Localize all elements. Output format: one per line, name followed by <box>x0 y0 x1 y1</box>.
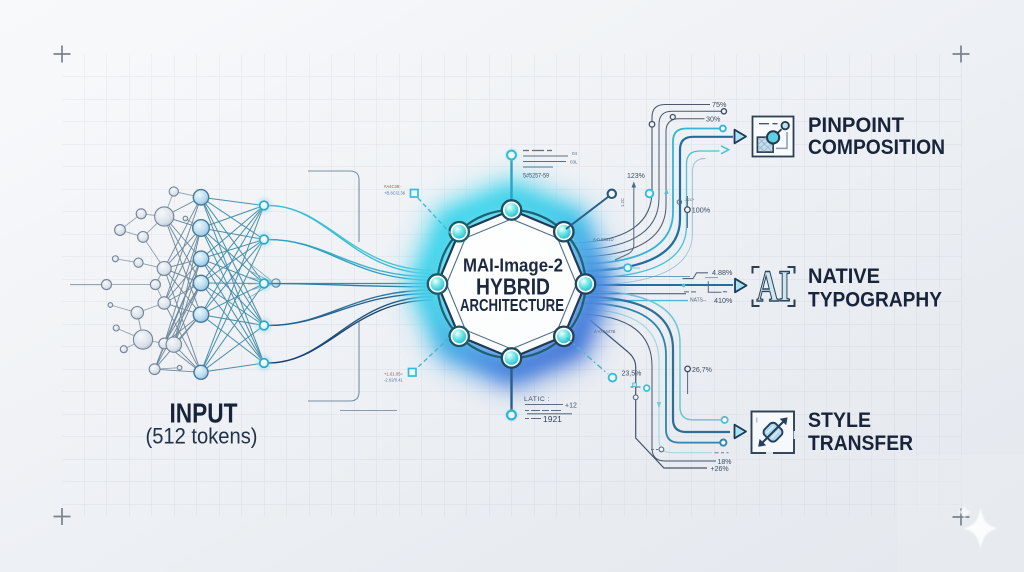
svg-text:AI: AI <box>757 262 791 311</box>
svg-text:HYBRID: HYBRID <box>476 274 550 300</box>
svg-text:INPUT: INPUT <box>170 398 238 429</box>
svg-text:+B.8C/2.36: +B.8C/2.36 <box>384 191 406 196</box>
svg-text:LATIC :: LATIC : <box>524 396 550 403</box>
svg-text:-12C*: -12C* <box>684 197 695 202</box>
svg-text:TYPOGRAPHY: TYPOGRAPHY <box>808 288 942 312</box>
svg-text:1.2C: 1.2C <box>620 198 625 207</box>
svg-text:COMPOSITION: COMPOSITION <box>808 135 945 159</box>
svg-text:410%: 410% <box>714 296 733 305</box>
svg-text:123%: 123% <box>627 173 645 180</box>
svg-text:STYLE: STYLE <box>808 408 871 432</box>
svg-text:+26%: +26% <box>711 466 729 473</box>
svg-text:-2.02/0.41: -2.02/0.41 <box>384 378 404 383</box>
svg-text:5#5257-59: 5#5257-59 <box>523 173 549 180</box>
svg-text:4.88%: 4.88% <box>712 268 733 277</box>
svg-text:26,7%: 26,7% <box>692 367 712 374</box>
svg-text:23,5%: 23,5% <box>622 371 642 378</box>
svg-text:NATS--: NATS-- <box>690 298 707 304</box>
svg-text:ARCHITECTURE: ARCHITECTURE <box>460 295 564 315</box>
svg-text:A+0.0447B: A+0.0447B <box>594 329 616 334</box>
svg-text:30%: 30% <box>706 115 721 124</box>
svg-text:+12: +12 <box>565 403 577 410</box>
svg-text:03L: 03L <box>570 160 578 165</box>
svg-text:#A4C39:-: #A4C39:- <box>384 184 402 189</box>
svg-text:MAI-Image-2: MAI-Image-2 <box>463 256 563 276</box>
svg-text:TRANSFER: TRANSFER <box>808 431 913 455</box>
svg-text:100%: 100% <box>692 206 711 215</box>
svg-text:04: 04 <box>572 151 578 156</box>
svg-text:18%: 18% <box>718 459 732 466</box>
svg-text:(512 tokens): (512 tokens) <box>146 424 258 449</box>
svg-text:PINPOINT: PINPOINT <box>808 113 904 137</box>
svg-text:1921: 1921 <box>543 414 562 424</box>
svg-text:A-0.0331D: A-0.0331D <box>593 237 614 242</box>
svg-text:75%: 75% <box>712 100 727 109</box>
svg-text:NATIVE: NATIVE <box>808 264 880 288</box>
svg-text:+1.61.05=: +1.61.05= <box>384 372 403 377</box>
